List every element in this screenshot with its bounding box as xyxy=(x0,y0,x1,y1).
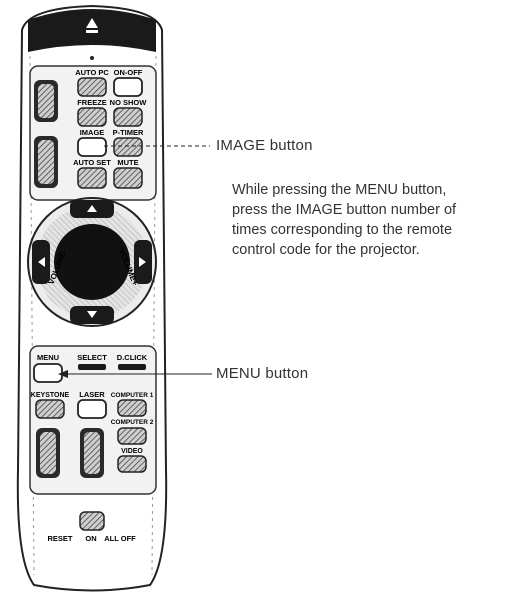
video-button[interactable] xyxy=(117,455,147,473)
image-button[interactable] xyxy=(77,137,107,157)
menu-button[interactable] xyxy=(33,363,63,383)
select-button[interactable] xyxy=(78,364,106,370)
instruction-line: times corresponding to the remote xyxy=(232,222,453,238)
auto-set-button[interactable] xyxy=(77,167,107,189)
mute-label: MUTE xyxy=(117,158,138,167)
menu-button-callout: MENU button xyxy=(216,365,309,382)
computer-1-button[interactable] xyxy=(117,399,147,417)
center-pad[interactable] xyxy=(54,224,130,300)
no-show-button[interactable] xyxy=(113,107,143,127)
keystone-label: KEYSTONE xyxy=(31,392,70,399)
select-label: SELECT xyxy=(77,353,107,362)
freeze-label: FREEZE xyxy=(77,98,107,107)
computer-2-label: COMPUTER 2 xyxy=(111,419,154,426)
instruction-text: While pressing the MENU button, press th… xyxy=(232,180,522,260)
p-timer-label: P-TIMER xyxy=(113,128,144,137)
arrow-left-icon xyxy=(38,257,45,267)
d-click-button[interactable] xyxy=(118,364,146,370)
instruction-line: control code for the projector. xyxy=(232,242,420,258)
arrow-down-icon xyxy=(87,311,97,318)
image-button-callout: IMAGE button xyxy=(216,137,313,154)
freeze-button[interactable] xyxy=(77,107,107,127)
on-label: ON xyxy=(85,534,96,543)
no-show-label: NO SHOW xyxy=(110,98,148,107)
computer-1-label: COMPUTER 1 xyxy=(111,392,154,399)
all-off-label: ALL OFF xyxy=(104,534,136,543)
on-button[interactable] xyxy=(79,511,105,531)
image-label: IMAGE xyxy=(80,128,105,137)
emitter-triangle-icon xyxy=(86,18,98,28)
laser-label: LASER xyxy=(79,390,105,399)
menu-callout-arrow-icon xyxy=(58,370,68,378)
arrow-right-icon xyxy=(139,257,146,267)
keystone-button[interactable] xyxy=(35,399,65,419)
instruction-line: While pressing the MENU button, xyxy=(232,182,447,198)
mute-button[interactable] xyxy=(113,167,143,189)
auto-pc-button[interactable] xyxy=(77,77,107,97)
video-label: VIDEO xyxy=(121,448,143,455)
on-off-label: ON-OFF xyxy=(114,68,143,77)
p-timer-button[interactable] xyxy=(113,137,143,157)
reset-label: RESET xyxy=(47,534,72,543)
arrow-up-icon xyxy=(87,205,97,212)
menu-label: MENU xyxy=(37,353,59,362)
d-click-label: D.CLICK xyxy=(117,353,148,362)
instruction-line: press the IMAGE button number of xyxy=(232,202,457,218)
auto-set-label: AUTO SET xyxy=(73,158,111,167)
on-off-button[interactable] xyxy=(113,77,143,97)
computer-2-button[interactable] xyxy=(117,427,147,445)
laser-button[interactable] xyxy=(77,399,107,419)
auto-pc-label: AUTO PC xyxy=(75,68,109,77)
